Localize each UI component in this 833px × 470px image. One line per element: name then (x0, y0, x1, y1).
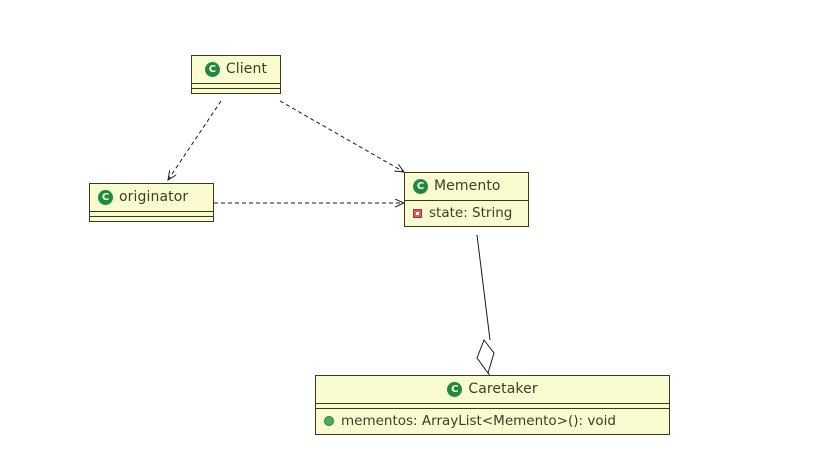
public-method-icon (324, 416, 334, 426)
class-box-client[interactable]: Client (191, 55, 281, 94)
class-name-label: Client (225, 61, 268, 77)
class-title-originator: originator (90, 184, 213, 211)
methods-compartment-empty (192, 88, 280, 93)
edge-memento-to-caretaker (476, 234, 495, 379)
attribute-row-state[interactable]: state: String (405, 200, 528, 226)
edge-client-to-memento (279, 100, 404, 172)
class-name-label: Memento (434, 178, 501, 194)
class-title-client: Client (192, 56, 280, 83)
class-box-caretaker[interactable]: Caretaker mementos: ArrayList<Memento>()… (315, 375, 670, 435)
class-icon (204, 61, 220, 77)
attributes-compartment-empty (192, 83, 280, 88)
method-label: mementos: ArrayList<Memento>(): void (341, 413, 616, 429)
class-icon (413, 178, 428, 194)
attributes-compartment-empty (316, 403, 669, 408)
class-name-label: Caretaker (468, 381, 538, 397)
class-icon (447, 381, 463, 397)
class-title-memento: Memento (405, 173, 528, 200)
edge-client-to-originator (168, 100, 222, 180)
private-field-icon (413, 208, 422, 218)
attributes-compartment-empty (90, 211, 213, 216)
class-title-caretaker: Caretaker (316, 376, 669, 403)
class-box-originator[interactable]: originator (89, 183, 214, 222)
class-box-memento[interactable]: Memento state: String (404, 172, 529, 227)
methods-compartment-empty (90, 216, 213, 221)
class-name-label: originator (119, 189, 189, 205)
attribute-label: state: String (429, 205, 513, 221)
class-icon (98, 189, 113, 205)
method-row-mementos[interactable]: mementos: ArrayList<Memento>(): void (316, 408, 669, 434)
